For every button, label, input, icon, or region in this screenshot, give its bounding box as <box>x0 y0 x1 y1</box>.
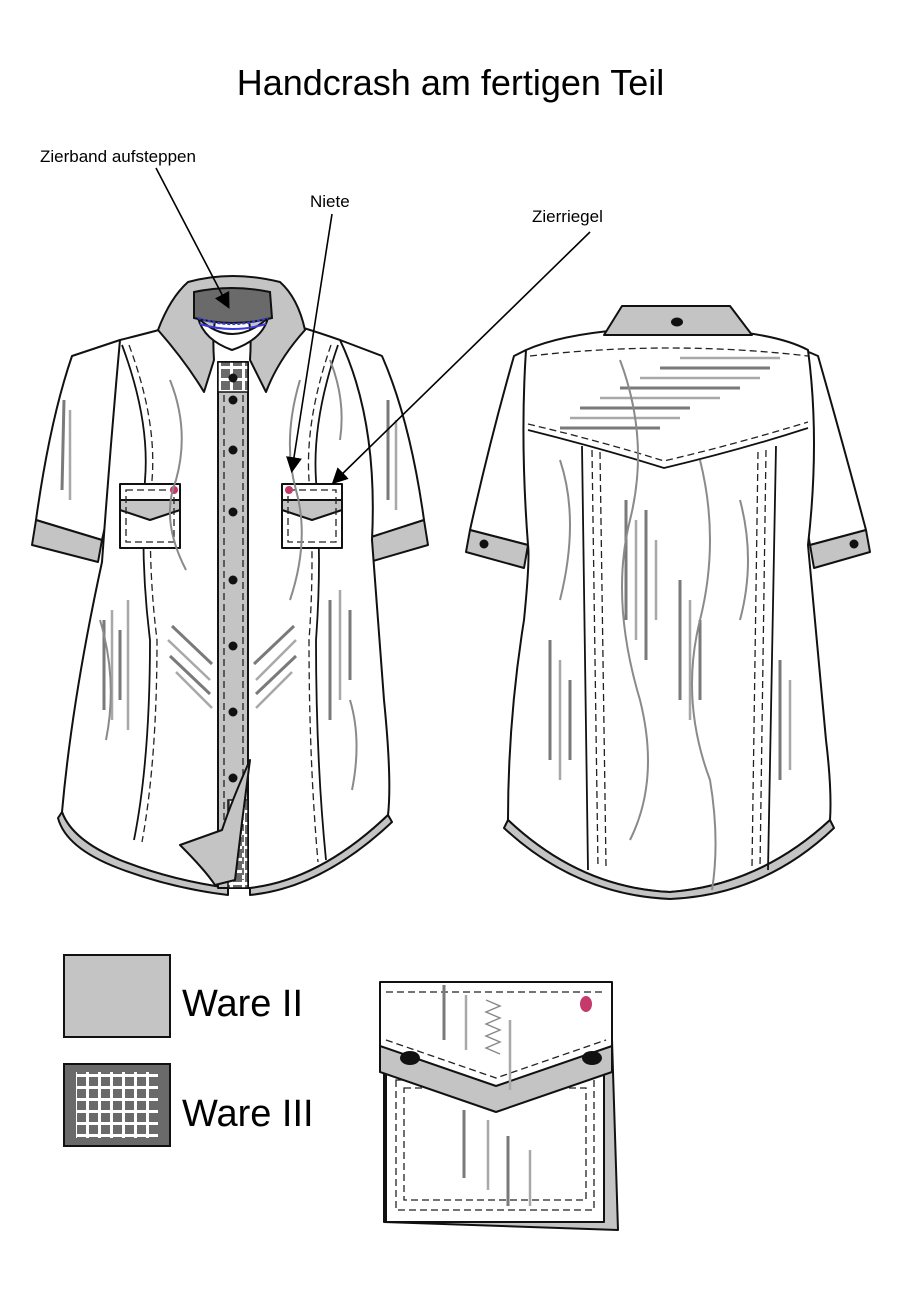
front-left-cuff <box>31 519 103 563</box>
back-hem-band <box>503 819 835 900</box>
collar-stand-inside <box>193 287 274 324</box>
back-body <box>507 329 832 893</box>
zierband-trim <box>197 316 269 326</box>
front-folded-corner <box>179 759 251 886</box>
annotation-zierband: Zierband aufsteppen <box>40 147 196 166</box>
legend-ware2-swatch <box>63 954 171 1038</box>
annotation-arrows <box>155 167 591 485</box>
pocket-detail <box>379 981 619 1231</box>
annotation-zierriegel: Zierriegel <box>532 207 603 226</box>
back-yoke-seam <box>527 427 809 469</box>
back-cuff-buttons <box>479 539 859 549</box>
front-left-pocket <box>119 483 181 549</box>
neck-opening <box>197 317 269 351</box>
front-buttons <box>228 373 238 783</box>
front-right-pocket <box>281 483 343 549</box>
page-title: Handcrash am fertigen Teil <box>236 62 665 103</box>
front-handcrash-marks <box>60 359 398 791</box>
front-hem-band-right <box>249 814 393 896</box>
front-hem-band <box>57 811 229 896</box>
back-left-cuff <box>465 529 529 569</box>
back-right-cuff <box>809 529 871 569</box>
back-shirt <box>465 305 871 900</box>
annotation-niete: Niete <box>310 192 350 211</box>
back-handcrash-marks <box>548 356 792 891</box>
front-shirt <box>31 275 429 896</box>
legend-ware3-label: Ware III <box>182 1093 314 1135</box>
legend-ware2-label: Ware II <box>182 983 304 1025</box>
